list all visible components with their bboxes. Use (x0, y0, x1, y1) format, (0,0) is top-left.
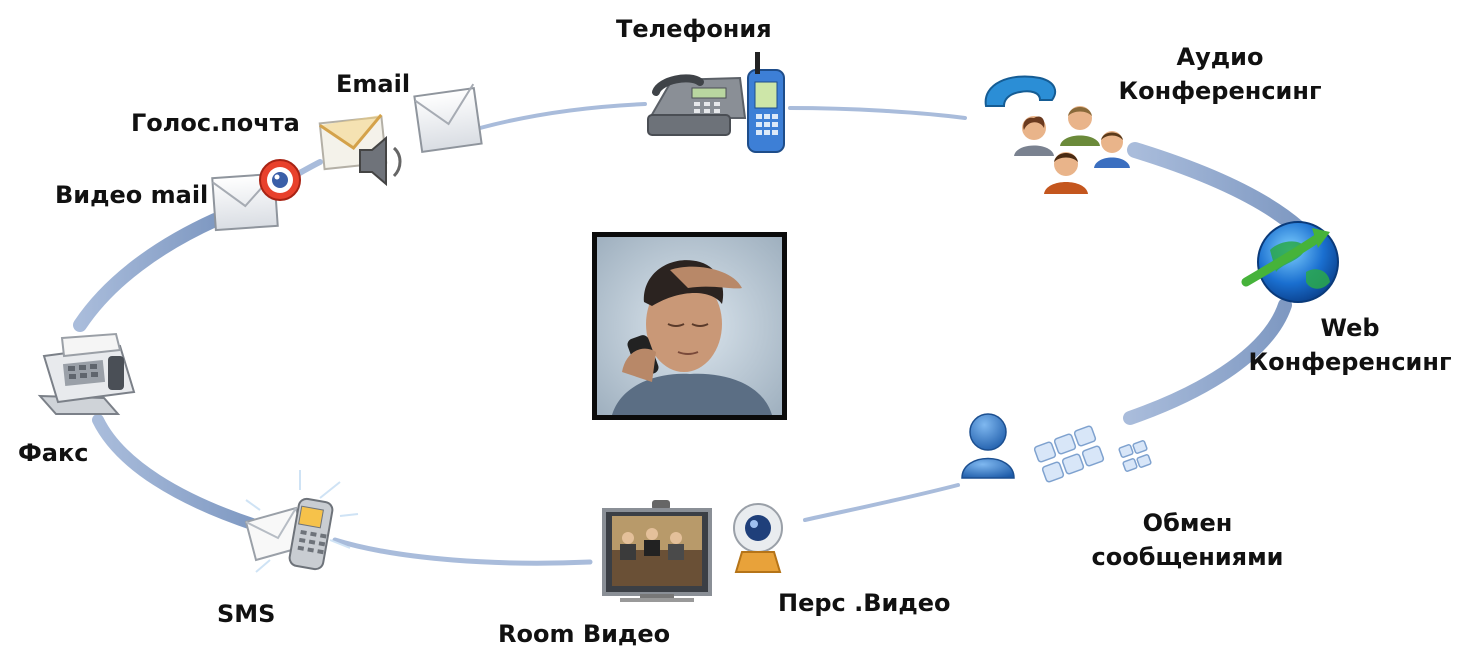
label-room-video: Room Видео (498, 620, 671, 648)
label-audio-conferencing-line1: Аудио (1176, 43, 1264, 71)
phone-receiver-people-icon (984, 75, 1130, 194)
envelope-icon (413, 83, 483, 154)
ring-segment-top-left (478, 102, 647, 130)
ring-segment-left-upper (73, 213, 222, 332)
label-voicemail: Голос.почта (131, 109, 300, 137)
ring-segment-right-upper (1127, 142, 1306, 236)
user-keyboard-icon (961, 413, 1152, 483)
ring-segment-bottom (332, 537, 593, 566)
label-sms: SMS (217, 600, 276, 628)
label-fax: Факс (18, 439, 89, 467)
ring-segment-top (788, 106, 967, 120)
label-messaging: Обмен сообщениями (1080, 506, 1295, 574)
ring (73, 102, 1306, 566)
webcam-icon (733, 503, 783, 573)
label-web-conferencing: Web Конференсинг (1240, 311, 1460, 379)
label-messaging-line1: Обмен (1142, 509, 1233, 537)
label-web-conferencing-line1: Web (1320, 314, 1380, 342)
fax-machine-icon (37, 332, 136, 415)
label-personal-video: Перс .Видео (778, 589, 951, 617)
label-videomail: Видео mail (55, 181, 209, 209)
envelope-webcam-icon (211, 159, 301, 232)
ring-segment-left-lower (92, 414, 261, 531)
video-conference-screen-icon (602, 500, 712, 602)
label-audio-conferencing-line2: Конференсинг (1118, 77, 1322, 105)
ring-segment-right-lower (1123, 298, 1292, 425)
label-audio-conferencing: Аудио Конференсинг (1110, 40, 1330, 108)
people-group (1014, 106, 1130, 194)
ring-segment-bottom-right (803, 483, 960, 522)
label-email: Email (336, 70, 411, 98)
stressed-man-on-phone-photo (592, 232, 787, 420)
globe-arrow-icon (1241, 221, 1339, 303)
label-telephony: Телефония (616, 15, 772, 43)
envelope-speaker-icon (318, 113, 402, 187)
desk-phone-and-mobile-icon (647, 52, 785, 153)
label-web-conferencing-line2: Конференсинг (1248, 348, 1452, 376)
label-messaging-line2: сообщениями (1091, 543, 1284, 571)
mobile-phone-message-icon (244, 470, 359, 573)
